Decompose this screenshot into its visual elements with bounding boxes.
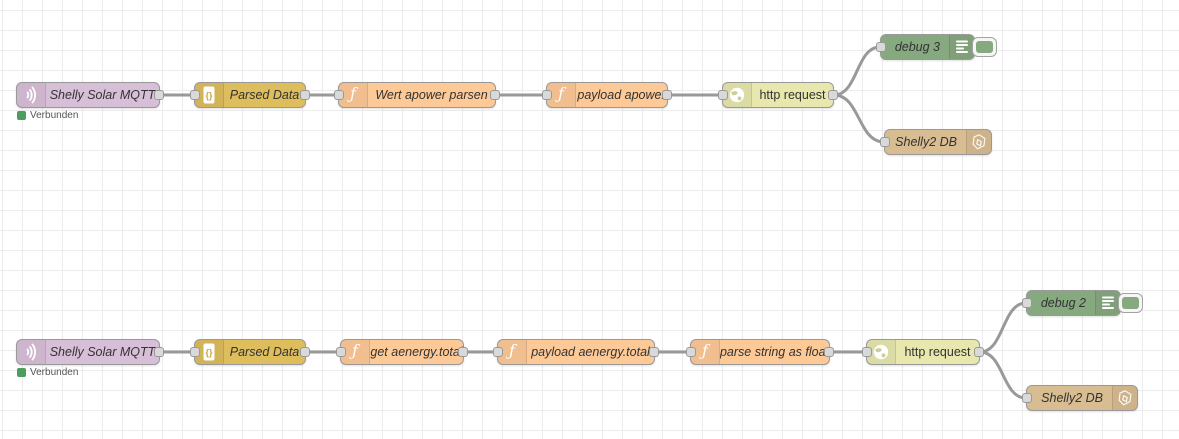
mqtt-status-bottom: Verbunden xyxy=(17,367,78,378)
mqtt-status-top: Verbunden xyxy=(17,110,78,121)
output-port[interactable] xyxy=(458,347,468,357)
node-label: debug 2 xyxy=(1040,296,1086,310)
debug-toggle-button[interactable] xyxy=(1118,293,1143,313)
node-label: Shelly2 DB xyxy=(895,135,957,149)
function-icon: ƒ xyxy=(547,83,576,107)
output-port[interactable] xyxy=(154,90,164,100)
input-port[interactable] xyxy=(686,347,696,357)
node-http-request-top[interactable]: http request xyxy=(718,82,838,108)
node-mqtt-in-top[interactable]: Shelly Solar MQTT xyxy=(16,82,164,108)
node-label: get aenergy.total xyxy=(370,345,463,359)
node-influxdb-out-bottom[interactable]: Shelly2 DB xyxy=(1022,385,1138,411)
globe-icon xyxy=(723,83,752,107)
status-text: Verbunden xyxy=(30,110,79,121)
node-label: Parsed Data xyxy=(229,88,300,102)
node-label: payload apower xyxy=(577,88,666,102)
node-function-wert-apower[interactable]: ƒ Wert apower parsen xyxy=(334,82,500,108)
output-port[interactable] xyxy=(154,347,164,357)
node-function-get-aenergy[interactable]: ƒ get aenergy.total xyxy=(336,339,468,365)
input-port[interactable] xyxy=(190,347,200,357)
json-file-icon: {} xyxy=(195,83,224,107)
input-port[interactable] xyxy=(1022,393,1032,403)
node-debug-2[interactable]: debug 2 xyxy=(1022,290,1143,316)
status-dot-connected xyxy=(17,368,26,377)
node-label: http request xyxy=(904,345,971,359)
mqtt-signal-icon xyxy=(17,83,46,107)
output-port[interactable] xyxy=(300,90,310,100)
svg-text:{}: {} xyxy=(205,91,213,101)
input-port[interactable] xyxy=(336,347,346,357)
output-port[interactable] xyxy=(662,90,672,100)
input-port[interactable] xyxy=(876,42,886,52)
node-function-payload-apower[interactable]: ƒ payload apower xyxy=(542,82,672,108)
wire[interactable] xyxy=(832,93,886,144)
status-dot-connected xyxy=(17,111,26,120)
node-label: Shelly Solar MQTT xyxy=(49,88,156,102)
output-port[interactable] xyxy=(649,347,659,357)
debug-list-icon xyxy=(1095,291,1120,315)
wire[interactable] xyxy=(978,350,1028,400)
mqtt-signal-icon xyxy=(17,340,46,364)
function-icon: ƒ xyxy=(341,340,370,364)
node-debug-3[interactable]: debug 3 xyxy=(876,34,997,60)
node-label: Shelly Solar MQTT xyxy=(49,345,156,359)
influxdb-icon xyxy=(966,130,991,154)
output-port[interactable] xyxy=(974,347,984,357)
node-function-payload-aenergy[interactable]: ƒ payload aenergy.total xyxy=(493,339,659,365)
status-text: Verbunden xyxy=(30,367,79,378)
node-http-request-bottom[interactable]: http request xyxy=(862,339,984,365)
input-port[interactable] xyxy=(493,347,503,357)
debug-list-icon xyxy=(949,35,974,59)
node-influxdb-out-top[interactable]: Shelly2 DB xyxy=(880,129,992,155)
node-label: Shelly2 DB xyxy=(1041,391,1103,405)
input-port[interactable] xyxy=(190,90,200,100)
input-port[interactable] xyxy=(1022,298,1032,308)
node-label: payload aenergy.total xyxy=(531,345,650,359)
node-mqtt-in-bottom[interactable]: Shelly Solar MQTT xyxy=(16,339,164,365)
node-label: parse string as float xyxy=(720,345,829,359)
input-port[interactable] xyxy=(718,90,728,100)
node-function-parse-float[interactable]: ƒ parse string as float xyxy=(686,339,834,365)
wire[interactable] xyxy=(832,45,882,97)
output-port[interactable] xyxy=(300,347,310,357)
node-label: debug 3 xyxy=(894,40,940,54)
output-port[interactable] xyxy=(490,90,500,100)
node-label: http request xyxy=(759,88,826,102)
input-port[interactable] xyxy=(880,137,890,147)
output-port[interactable] xyxy=(828,90,838,100)
input-port[interactable] xyxy=(862,347,872,357)
svg-text:{}: {} xyxy=(205,348,213,358)
node-json-bottom[interactable]: {} Parsed Data xyxy=(190,339,310,365)
input-port[interactable] xyxy=(542,90,552,100)
wire[interactable] xyxy=(978,301,1028,354)
node-label: Parsed Data xyxy=(229,345,300,359)
debug-toggle-button[interactable] xyxy=(972,37,997,57)
input-port[interactable] xyxy=(334,90,344,100)
node-json-top[interactable]: {} Parsed Data xyxy=(190,82,310,108)
output-port[interactable] xyxy=(824,347,834,357)
node-label: Wert apower parsen xyxy=(375,88,488,102)
influxdb-icon xyxy=(1112,386,1137,410)
